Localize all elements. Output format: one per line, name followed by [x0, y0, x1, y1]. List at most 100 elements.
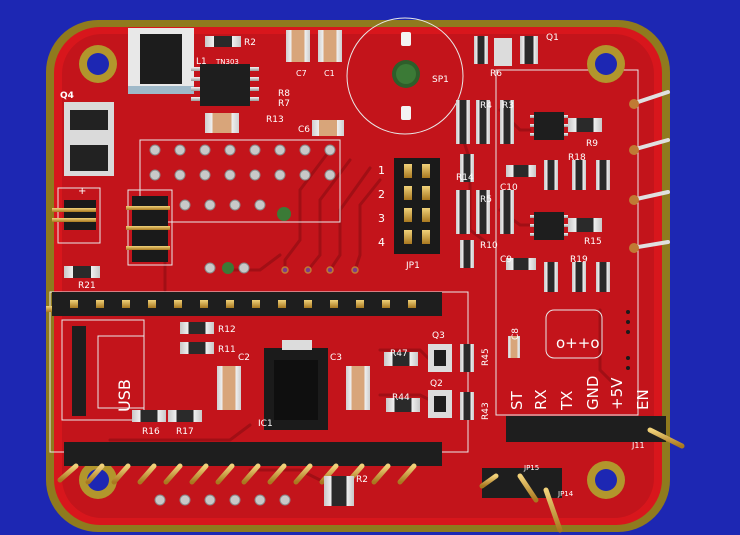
label-j11: J11: [631, 441, 645, 450]
label-r47: R47: [390, 349, 408, 359]
label-plus: +: [78, 186, 86, 197]
inductor-l1: [128, 28, 194, 94]
buzzer-sp1: [392, 32, 420, 120]
label-c6: C6: [298, 125, 310, 135]
cap-c1: [318, 30, 342, 62]
cap-tan-left: [205, 113, 239, 133]
label-c2: C2: [238, 353, 250, 363]
cap-c6: [312, 120, 344, 136]
label-r4: R4: [480, 101, 492, 111]
label-conn-st: ST: [508, 390, 526, 410]
label-c1: C1: [324, 69, 335, 78]
label-c9: C9: [500, 255, 512, 265]
diode-d1: [205, 36, 241, 47]
smd-cluster-top-right: [474, 36, 538, 66]
smd-cluster-q2-q3: [384, 336, 520, 420]
header-long-bottom: [57, 442, 442, 485]
label-jp15: JP15: [523, 464, 539, 472]
label-jp14: JP14: [557, 490, 574, 498]
resistor-r21: [64, 266, 100, 278]
ic-sensor-upper: [530, 112, 568, 140]
label-conn-en: EN: [634, 389, 652, 410]
ic-tn303: [191, 64, 259, 106]
label-c7: C7: [296, 69, 307, 78]
green-via: [277, 207, 291, 221]
label-ic1: IC1: [258, 419, 273, 429]
header-long-top: [46, 292, 442, 316]
label-pin4: 4: [378, 236, 385, 249]
label-r7: R7: [278, 99, 290, 109]
header-j11: [506, 416, 685, 451]
label-r8: R8: [278, 89, 290, 99]
label-r14: R14: [456, 173, 474, 183]
label-q2: Q2: [430, 379, 443, 389]
label-conn-5v: +5V: [608, 377, 626, 410]
label-r5: R5: [480, 195, 492, 205]
label-conn-gnd: GND: [584, 376, 602, 410]
label-r44: R44: [392, 393, 410, 403]
via-row: [281, 266, 359, 274]
label-r21: R21: [78, 281, 96, 291]
cap-c2: [217, 366, 241, 410]
label-r11: R11: [218, 345, 236, 355]
header-3pin-vertical: [126, 196, 170, 262]
green-via-2: [222, 262, 234, 274]
label-r2-bottom: R2: [356, 475, 368, 485]
label-r2-top: R2: [244, 38, 256, 48]
label-r9: R9: [586, 139, 598, 149]
label-jp1: JP1: [405, 261, 420, 271]
resistor-r16: [132, 410, 166, 422]
label-q3: Q3: [432, 331, 445, 341]
label-pin3: 3: [378, 212, 385, 225]
resistor-r2-bottom: [324, 476, 354, 506]
label-l1: L1: [196, 57, 207, 67]
header-power-2pin: [52, 200, 96, 230]
cap-c7: [286, 30, 310, 62]
polarity-marker: o++o: [556, 334, 600, 352]
label-r17: R17: [176, 427, 194, 437]
label-tn: TN303: [215, 58, 239, 66]
label-usb: USB: [115, 379, 134, 412]
label-c8: C8: [511, 328, 521, 340]
mounting-hole-top-left: [79, 45, 117, 83]
resistor-r11: [180, 342, 214, 354]
resistor-r12: [180, 322, 214, 334]
usb-connector: [72, 326, 145, 416]
label-r19: R19: [570, 255, 588, 265]
cap-c3: [346, 366, 370, 410]
label-r13: R13: [266, 115, 284, 125]
pad-row-bottom: [154, 494, 291, 506]
label-r45: R45: [481, 348, 491, 366]
label-r15: R15: [584, 237, 602, 247]
via-dots-right: [626, 310, 630, 370]
resistor-array-right: [456, 100, 610, 292]
edge-wire-pads: [629, 99, 639, 253]
label-c3: C3: [330, 353, 342, 363]
label-r16: R16: [142, 427, 160, 437]
pad-grid-left: [149, 144, 336, 274]
label-r12: R12: [218, 325, 236, 335]
label-r18: R18: [568, 153, 586, 163]
label-pin1: 1: [378, 164, 385, 177]
label-pin2: 2: [378, 188, 385, 201]
resistor-r17: [168, 410, 202, 422]
label-conn-tx: TX: [558, 391, 576, 411]
mounting-hole-bottom-right: [587, 461, 625, 499]
copper-pour: [62, 34, 654, 518]
label-c10: C10: [500, 183, 518, 193]
label-q1: Q1: [546, 33, 559, 43]
header-jp1: [394, 158, 440, 254]
label-r10: R10: [480, 241, 498, 251]
ic-sensor-lower: [530, 212, 568, 240]
header-jp14-jp15: [479, 468, 563, 533]
label-sp1: SP1: [432, 75, 449, 85]
regulator-ic1: [264, 340, 328, 430]
label-q4: Q4: [60, 91, 74, 101]
label-conn-rx: RX: [532, 389, 550, 410]
label-r3: R3: [502, 101, 514, 111]
label-r43: R43: [481, 402, 491, 420]
mounting-hole-top-right: [587, 45, 625, 83]
label-r6: R6: [490, 69, 502, 79]
mounting-hole-bottom-left: [79, 461, 117, 499]
